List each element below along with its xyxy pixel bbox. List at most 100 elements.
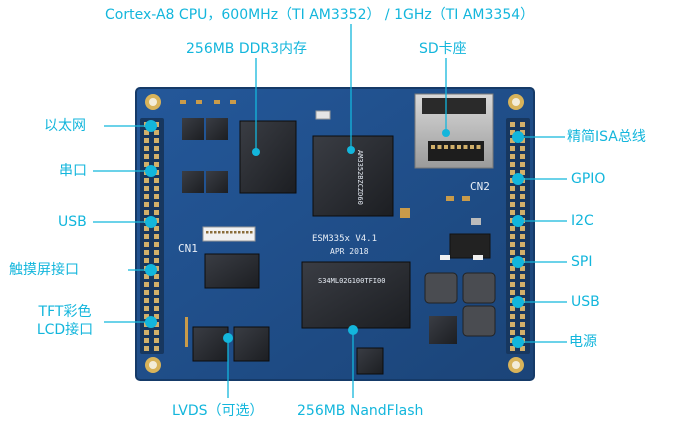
header-pin xyxy=(154,210,159,215)
label-usb-left: USB xyxy=(58,214,87,230)
ddr3-chip xyxy=(239,120,297,194)
header-pin xyxy=(154,250,159,255)
header-pin xyxy=(144,290,149,295)
header-pin xyxy=(144,194,149,199)
header-pin xyxy=(520,234,525,239)
header-pin xyxy=(214,231,217,234)
header-pin xyxy=(510,250,515,255)
header-pin xyxy=(154,186,159,191)
header-pin xyxy=(510,186,515,191)
capacitor-pads xyxy=(185,255,483,347)
header-pin xyxy=(154,274,159,279)
header-pin xyxy=(520,266,525,271)
header-pin xyxy=(450,145,455,149)
label-nandflash: 256MB NandFlash xyxy=(297,403,424,419)
header-pin xyxy=(154,242,159,247)
header-pin xyxy=(144,242,149,247)
header-pin xyxy=(144,274,149,279)
header-pin xyxy=(154,178,159,183)
header-pin xyxy=(520,330,525,335)
label-uart: 串口 xyxy=(59,163,87,179)
power-inductors xyxy=(424,272,496,344)
header-pin xyxy=(510,266,515,271)
header-pin xyxy=(444,145,448,149)
small-ics-left xyxy=(180,100,236,193)
header-pin xyxy=(144,154,149,159)
leader-dots xyxy=(145,120,524,348)
header-pin xyxy=(210,231,213,234)
label-tft-line1: TFT彩色 xyxy=(38,304,92,320)
header-pin xyxy=(510,154,515,159)
header-pin xyxy=(510,314,515,319)
leader-lines xyxy=(93,24,567,398)
cpu-marking: AM3352BZCZD60 xyxy=(356,150,364,205)
mounting-holes xyxy=(145,94,524,373)
header-pin xyxy=(144,250,149,255)
label-ethernet: 以太网 xyxy=(44,118,86,134)
header-pin xyxy=(144,314,149,319)
header-pin xyxy=(246,231,249,234)
header-pin xyxy=(154,290,159,295)
header-cn2 xyxy=(506,118,530,354)
header-pin xyxy=(144,282,149,287)
header-pin xyxy=(144,146,149,151)
passives-right xyxy=(400,196,491,259)
header-pin xyxy=(230,231,233,234)
header-pin xyxy=(510,138,515,143)
header-pin xyxy=(144,338,149,343)
header-pin xyxy=(510,330,515,335)
header-pin xyxy=(238,231,241,234)
header-pin xyxy=(144,178,149,183)
header-pin xyxy=(520,154,525,159)
header-pin xyxy=(510,242,515,247)
header-pin xyxy=(520,170,525,175)
voltage-regulator xyxy=(356,347,384,375)
nand-marking: S34ML02G100TFI00 xyxy=(318,277,385,285)
header-pin xyxy=(250,231,253,234)
header-pin xyxy=(510,194,515,199)
header-pin xyxy=(437,145,442,149)
header-pin xyxy=(520,122,525,127)
header-pin xyxy=(154,330,159,335)
nandflash-chip xyxy=(301,261,411,329)
header-pin xyxy=(144,226,149,231)
header-pin xyxy=(520,162,525,167)
header-pin xyxy=(206,231,209,234)
label-usb-right: USB xyxy=(571,294,600,310)
header-pin xyxy=(154,130,159,135)
header-pin xyxy=(520,250,525,255)
label-isa-bus: 精简ISA总线 xyxy=(567,129,646,145)
silk-cn1: CN1 xyxy=(178,242,198,255)
header-pin xyxy=(222,231,225,234)
header-pin xyxy=(154,314,159,319)
header-pin xyxy=(234,231,237,234)
label-power: 电源 xyxy=(569,334,597,350)
label-i2c: I2C xyxy=(571,213,594,229)
header-pin xyxy=(144,130,149,135)
header-pin xyxy=(154,298,159,303)
header-pin xyxy=(510,122,515,127)
header-pin xyxy=(154,154,159,159)
crystal xyxy=(315,110,331,120)
header-pin xyxy=(431,145,435,149)
silk-date: APR 2018 xyxy=(330,247,369,256)
header-pin xyxy=(154,282,159,287)
header-pin xyxy=(520,274,525,279)
header-pin xyxy=(520,202,525,207)
label-touchscreen: 触摸屏接口 xyxy=(9,262,79,278)
header-pin xyxy=(520,282,525,287)
label-gpio: GPIO xyxy=(571,171,606,187)
label-sd-slot: SD卡座 xyxy=(419,41,467,57)
header-pin xyxy=(154,194,159,199)
header-pin xyxy=(154,162,159,167)
header-pin xyxy=(510,130,515,135)
header-pin xyxy=(144,306,149,311)
header-pin xyxy=(520,346,525,351)
header-pin xyxy=(510,306,515,311)
lvds-chip-1 xyxy=(192,326,229,362)
header-pin xyxy=(520,322,525,327)
header-pin xyxy=(144,138,149,143)
header-pin xyxy=(476,145,481,149)
header-pin xyxy=(520,194,525,199)
